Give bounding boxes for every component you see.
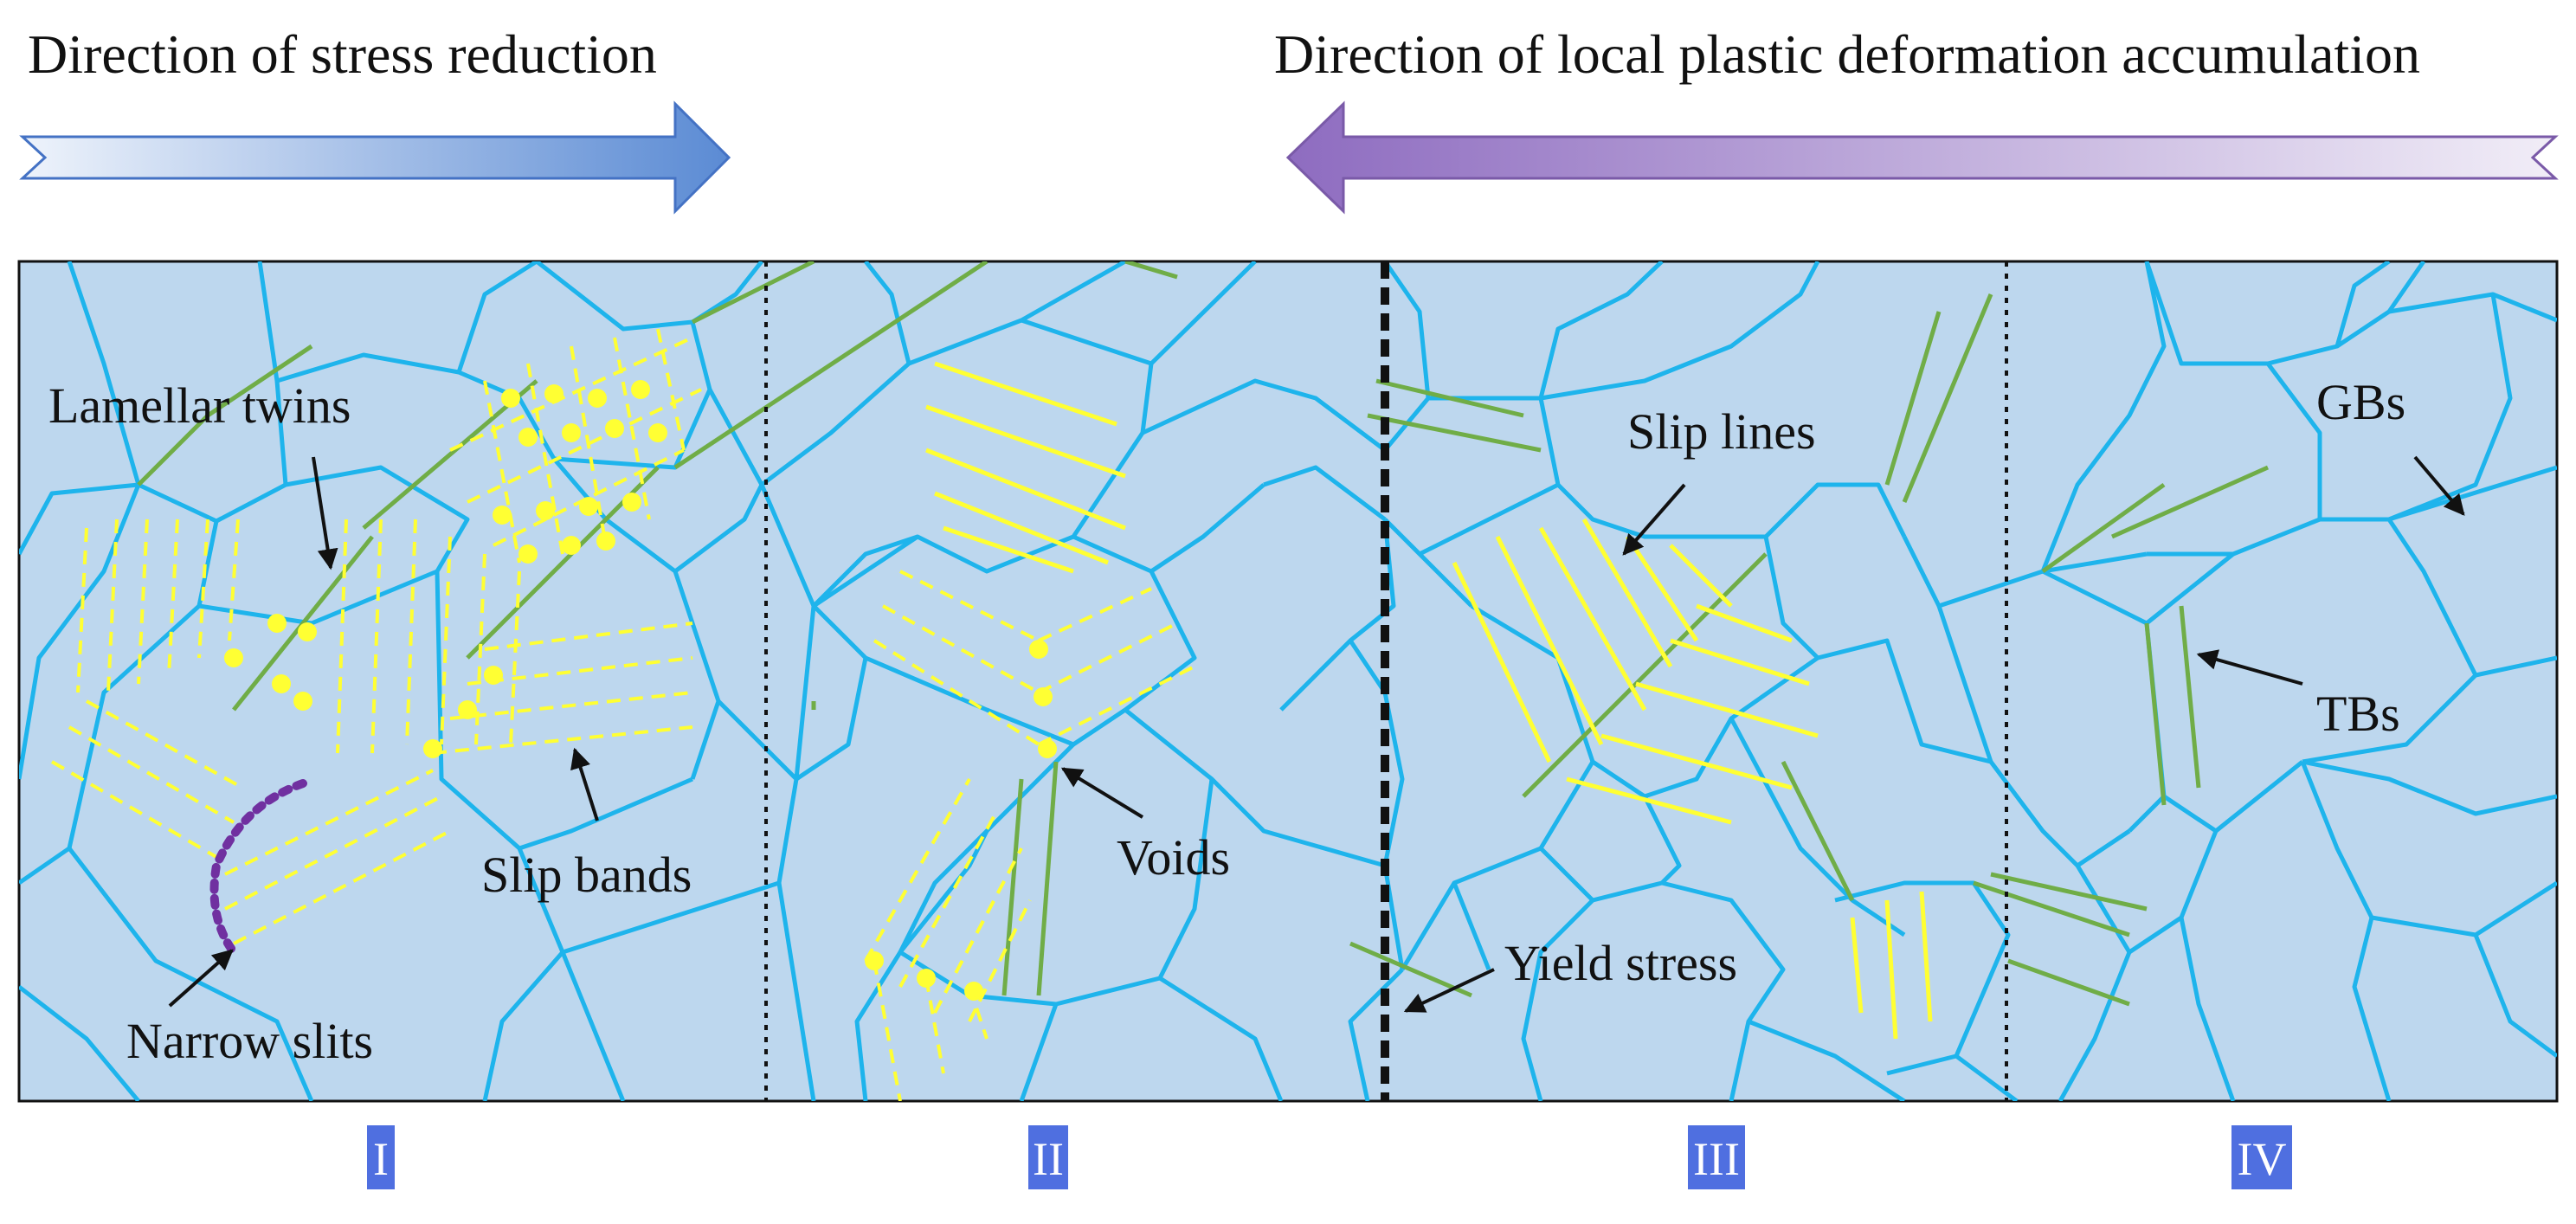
plastic-accumulation-title: Direction of local plastic deformation a… [1274,23,2420,85]
panel-background [17,260,2559,1103]
label-gbs: GBs [2316,374,2405,430]
grain-boundaries [19,261,2557,1101]
region-label-i: I [373,1133,389,1185]
plastic-accumulation-arrow [1285,100,2559,215]
slip-lines-solid [925,361,1933,1040]
region-badge-iv [2231,1125,2292,1189]
label-tbs: TBs [2316,686,2400,742]
region-badges: I II III IV [367,1125,2292,1189]
region-label-iv: IV [2238,1133,2287,1185]
label-yield-stress: Yield stress [1504,935,1737,991]
region-badge-ii [1028,1125,1068,1189]
twin-boundaries [137,261,2270,1007]
stress-reduction-arrow [19,100,731,215]
stress-reduction-title: Direction of stress reduction [28,23,657,85]
region-label-iii: III [1693,1133,1740,1185]
region-badge-i [367,1125,395,1189]
voids [224,380,1057,1001]
label-narrow-slits: Narrow slits [126,1013,373,1069]
label-voids: Voids [1117,829,1230,886]
microstructure-panel: Lamellar twins Slip bands Narrow slits V… [17,260,2559,1103]
region-badge-iii [1688,1125,1745,1189]
label-slip-lines: Slip lines [1627,403,1816,460]
narrow-slit [209,779,307,957]
region-label-ii: II [1033,1133,1064,1185]
callout-arrows [168,455,2465,1013]
label-lamellar-twins: Lamellar twins [48,377,351,434]
label-slip-bands: Slip bands [481,847,692,903]
